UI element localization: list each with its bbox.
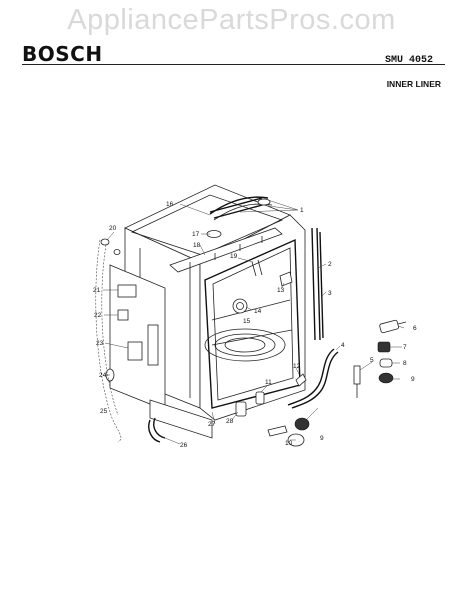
callout-13: 13	[277, 287, 285, 294]
callout-22: 22	[94, 312, 102, 319]
model-number: SMU 4052	[384, 55, 433, 66]
hose-part	[287, 348, 339, 409]
spray-arm-part	[206, 197, 271, 238]
callout-4: 4	[341, 342, 345, 349]
section-title: INNER LINER	[386, 79, 441, 89]
gasket-strips	[311, 227, 324, 341]
tub-body	[109, 184, 306, 439]
callout-23: 23	[96, 340, 104, 347]
callout-1: 1	[300, 207, 304, 214]
callout-20: 20	[109, 225, 117, 232]
callout-2: 2	[328, 261, 332, 268]
callout-11: 11	[265, 379, 272, 386]
callout-16: 16	[166, 201, 174, 208]
callout-14: 14	[254, 308, 262, 315]
callout-19: 19	[230, 253, 238, 260]
callout-6: 6	[413, 325, 417, 332]
callout-10: 10	[285, 440, 293, 447]
callout-9a: 9	[411, 376, 415, 383]
drain-hoses	[95, 239, 166, 443]
callout-27: 27	[208, 421, 216, 428]
callout-21: 21	[93, 287, 101, 294]
callout-12: 12	[293, 363, 301, 370]
brand-logo: BOSCH	[22, 42, 103, 66]
callout-24: 24	[99, 372, 107, 379]
callout-8: 8	[403, 360, 407, 367]
callout-7: 7	[403, 344, 407, 351]
callout-25: 25	[100, 408, 108, 415]
header-rule	[22, 64, 445, 65]
callout-18: 18	[193, 242, 201, 249]
callout-3: 3	[328, 290, 332, 297]
callout-28: 28	[226, 418, 234, 425]
callout-17: 17	[192, 231, 200, 238]
watermark: AppliancePartsPros.com	[67, 4, 396, 36]
callout-15: 15	[243, 318, 251, 325]
callout-26: 26	[180, 442, 188, 449]
callout-numbers: 1 2 3 4 5 6 7 8 9 9 10 11 12 13 14 15 16…	[93, 201, 417, 449]
callout-5: 5	[370, 357, 374, 364]
leader-lines	[103, 199, 405, 445]
callout-9b: 9	[320, 435, 324, 442]
